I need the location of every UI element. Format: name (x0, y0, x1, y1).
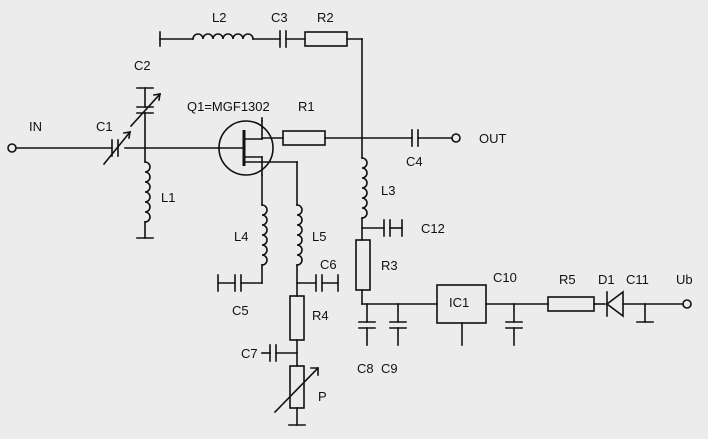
c12-capacitor (361, 219, 403, 237)
label-c4: C4 (406, 154, 423, 169)
label-c6: C6 (320, 257, 337, 272)
label-ub: Ub (676, 272, 693, 287)
c7-capacitor (261, 344, 298, 362)
label-c7: C7 (241, 346, 258, 361)
l1-inductor (136, 147, 154, 239)
r4-resistor (289, 295, 305, 367)
label-r4: R4 (312, 308, 329, 323)
supply-terminal (682, 299, 692, 309)
input-terminal (7, 143, 17, 153)
label-d1: D1 (598, 272, 615, 287)
c4-capacitor (411, 129, 453, 147)
label-c1: C1 (96, 119, 113, 134)
d1-diode (605, 290, 684, 318)
label-in: IN (29, 119, 42, 134)
label-r3: R3 (381, 258, 398, 273)
l4-inductor (240, 174, 268, 284)
l3-inductor (361, 157, 368, 241)
c10-capacitor (505, 303, 523, 346)
c9-capacitor (389, 303, 407, 346)
p-potentiometer (273, 365, 320, 426)
label-r1: R1 (298, 99, 315, 114)
c1-variable-capacitor (102, 130, 132, 166)
ic1-regulator (436, 284, 487, 346)
label-out: OUT (479, 131, 507, 146)
label-ic1: IC1 (449, 295, 469, 310)
label-c3: C3 (271, 10, 288, 25)
r5-resistor (547, 296, 606, 312)
label-c11: C11 (626, 272, 649, 287)
label-l4: L4 (234, 229, 248, 244)
q1-transistor (217, 120, 298, 176)
label-l5: L5 (312, 229, 326, 244)
label-c8: C8 (357, 361, 374, 376)
label-l3: L3 (381, 183, 395, 198)
label-q1: Q1=MGF1302 (187, 99, 270, 114)
label-l1: L1 (161, 190, 175, 205)
label-r5: R5 (559, 272, 576, 287)
r3-resistor (355, 239, 371, 305)
output-terminal (451, 133, 461, 143)
feedback-network (159, 30, 363, 159)
label-l2: L2 (212, 10, 226, 25)
r1-resistor (282, 130, 413, 146)
c2-variable-capacitor (129, 87, 162, 149)
c6-capacitor (296, 274, 339, 292)
drain-wire (261, 117, 284, 139)
c5-capacitor (217, 274, 242, 292)
label-c10: C10 (493, 270, 517, 285)
l5-inductor (296, 161, 303, 297)
label-r2: R2 (317, 10, 334, 25)
label-c5: C5 (232, 303, 249, 318)
c11-capacitor (636, 303, 654, 323)
c8-capacitor (358, 303, 376, 346)
label-c9: C9 (381, 361, 398, 376)
label-c12: C12 (421, 221, 445, 236)
label-p: P (318, 389, 327, 404)
label-c2: C2 (134, 58, 151, 73)
